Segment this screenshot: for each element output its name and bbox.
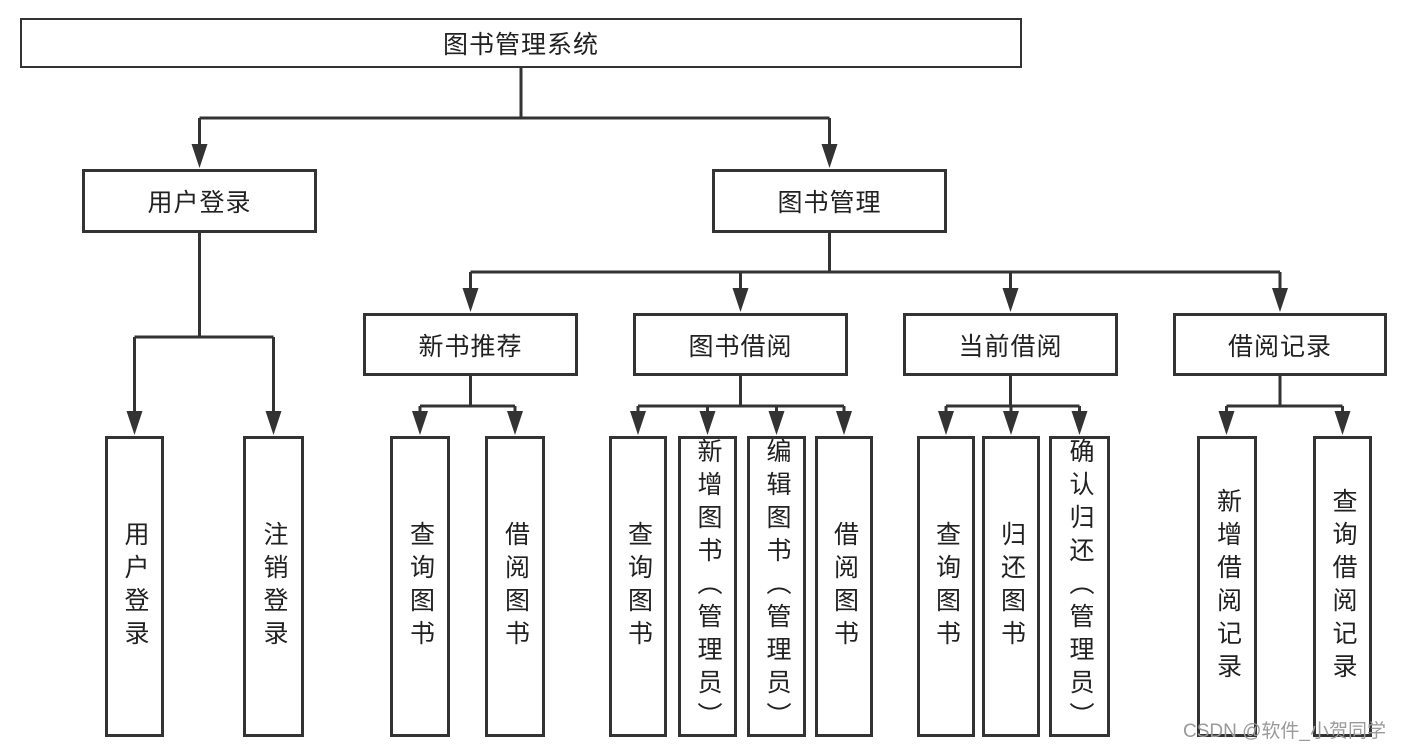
watermark: CSDN @软件_小贺同学 [1183,721,1386,742]
node-current-borrowing: 当前借阅 [903,313,1118,376]
node-root-label: 图书管理系统 [442,31,599,59]
leaf-borrow-books-recommend-label: 借阅图书 [501,520,530,653]
node-new-book-recommend-label: 新书推荐 [418,332,523,361]
leaf-query-books-recommend: 查询图书 [390,436,450,737]
node-book-borrowing-label: 图书借阅 [688,332,793,361]
leaf-add-book-admin: 新增图书（管理员） [678,436,737,737]
leaf-edit-book-admin-label: 编辑图书（管理员） [763,438,791,735]
leaf-return-books-label: 归还图书 [997,520,1026,653]
leaf-logout-label: 注销登录 [260,520,288,653]
leaf-user-login: 用户登录 [105,436,164,737]
leaf-add-borrow-record-label: 新增借阅记录 [1213,487,1242,686]
node-borrow-records: 借阅记录 [1173,313,1387,376]
leaf-edit-book-admin: 编辑图书（管理员） [747,436,806,737]
leaf-query-books-recommend-label: 查询图书 [406,520,435,653]
leaf-borrow-books-recommend: 借阅图书 [485,436,545,737]
leaf-return-books: 归还图书 [982,436,1040,737]
leaf-confirm-return-admin-label: 确认归还（管理员） [1066,438,1094,735]
node-user-login: 用户登录 [82,169,317,233]
leaf-borrow-books-borrowing: 借阅图书 [815,436,873,737]
leaf-add-book-admin-label: 新增图书（管理员） [694,438,722,735]
leaf-query-borrow-record: 查询借阅记录 [1313,436,1372,737]
leaf-borrow-books-borrowing-label: 借阅图书 [830,520,859,653]
leaf-query-books-borrowing: 查询图书 [609,436,667,737]
node-current-borrowing-label: 当前借阅 [958,332,1063,361]
leaf-add-borrow-record: 新增借阅记录 [1197,436,1257,737]
node-book-management-label: 图书管理 [777,189,882,217]
leaf-logout: 注销登录 [243,436,304,737]
node-new-book-recommend: 新书推荐 [363,313,578,376]
node-root: 图书管理系统 [20,18,1022,68]
node-user-login-label: 用户登录 [147,189,252,217]
node-borrow-records-label: 借阅记录 [1227,332,1332,361]
leaf-query-books-borrowing-label: 查询图书 [624,520,653,653]
node-book-management: 图书管理 [712,169,947,233]
node-book-borrowing: 图书借阅 [633,313,848,376]
leaf-query-borrow-record-label: 查询借阅记录 [1329,487,1357,686]
leaf-query-books-current-label: 查询图书 [932,520,961,653]
leaf-user-login-label: 用户登录 [121,520,149,653]
leaf-query-books-current: 查询图书 [917,436,975,737]
leaf-confirm-return-admin: 确认归还（管理员） [1049,436,1110,737]
